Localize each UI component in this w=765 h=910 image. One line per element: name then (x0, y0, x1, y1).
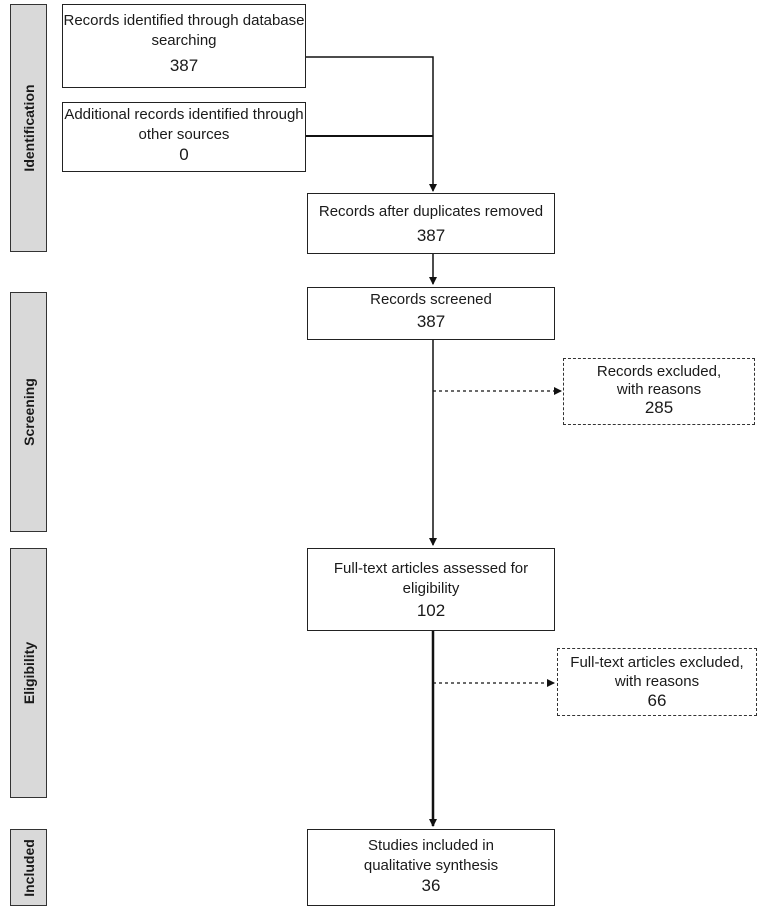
other-sources-count: 0 (179, 145, 189, 164)
fulltext-assessed-label: Full-text articles assessed for eligibil… (333, 560, 529, 597)
fulltext-excluded-count: 66 (647, 691, 667, 710)
box-duplicates-removed: Records after duplicates removed 387 (307, 193, 555, 254)
phase-screening: Screening (10, 292, 47, 532)
records-excluded-count: 285 (644, 398, 674, 417)
fulltext-assessed-count: 102 (416, 601, 446, 620)
records-excluded-label: Records excluded, with reasons (596, 363, 722, 398)
phase-included: Included (10, 829, 47, 906)
records-screened-count: 387 (416, 312, 446, 331)
database-records-label: Records identified through database sear… (63, 12, 305, 49)
duplicates-removed-label: Records after duplicates removed (318, 203, 544, 220)
phase-eligibility: Eligibility (10, 548, 47, 798)
database-records-count: 387 (169, 56, 199, 75)
box-database-records: Records identified through database sear… (62, 4, 306, 88)
box-other-sources: Additional records identified through ot… (62, 102, 306, 172)
box-records-excluded: Records excluded, with reasons 285 (563, 358, 755, 425)
box-studies-included: Studies included in qualitative synthesi… (307, 829, 555, 906)
phase-identification: Identification (10, 4, 47, 252)
box-fulltext-excluded: Full-text articles excluded, with reason… (557, 648, 757, 716)
studies-included-label: Studies included in qualitative synthesi… (363, 837, 499, 874)
box-records-screened: Records screened 387 (307, 287, 555, 340)
box-fulltext-assessed: Full-text articles assessed for eligibil… (307, 548, 555, 631)
other-sources-label: Additional records identified through ot… (64, 106, 304, 143)
fulltext-excluded-label: Full-text articles excluded, with reason… (570, 654, 744, 690)
duplicates-removed-count: 387 (416, 226, 446, 245)
connector-database (306, 56, 437, 192)
records-screened-label: Records screened (370, 291, 492, 308)
studies-included-count: 36 (421, 876, 441, 895)
